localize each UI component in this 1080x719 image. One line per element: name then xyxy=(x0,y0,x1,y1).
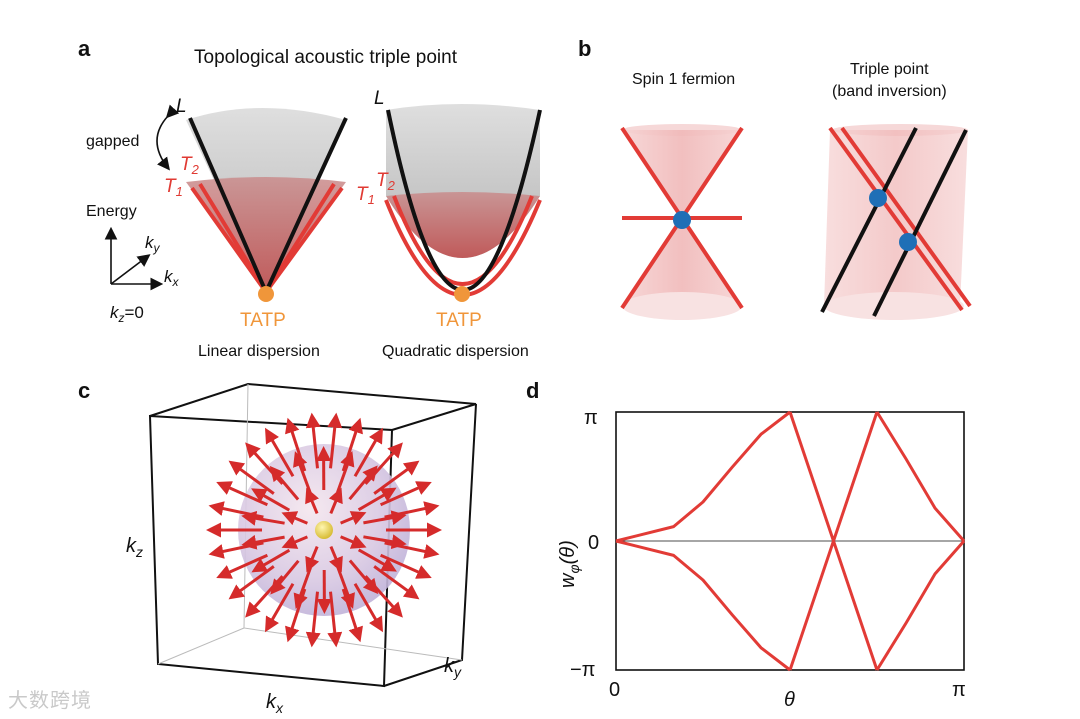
panel-a-title: Topological acoustic triple point xyxy=(194,47,458,68)
berry-arrow-33 xyxy=(348,559,379,595)
linear-T1-label: T1 xyxy=(164,176,183,199)
triple-point-upper xyxy=(869,189,887,207)
spin1-fermion-diagram xyxy=(620,124,744,320)
gapped-label: gapped xyxy=(86,133,139,150)
linear-T2-label: T2 xyxy=(180,154,200,177)
berry-arrow-11 xyxy=(264,582,295,633)
spin1-degeneracy-point xyxy=(673,211,691,229)
triple-point-lower xyxy=(899,233,917,251)
ky-axis-label: ky xyxy=(444,655,462,680)
monopole-center xyxy=(315,521,333,539)
quadratic-T2-band xyxy=(392,195,534,286)
triple-point-caption-line2: (band inversion) xyxy=(832,83,947,100)
berry-arrow-55 xyxy=(328,487,343,514)
berry-arrow-46 xyxy=(348,465,378,501)
axes-triad xyxy=(104,226,164,291)
berry-arrow-37 xyxy=(270,559,300,595)
spin1-bottom-disc xyxy=(622,292,742,320)
wilson-series-1 xyxy=(615,410,791,543)
panel-a: a Topological acoustic triple point L L … xyxy=(78,36,542,360)
triple-red-band-2 xyxy=(840,126,972,308)
berry-arrow-41 xyxy=(251,488,291,512)
triple-red-band-1 xyxy=(828,126,964,312)
quadratic-T2-label: T2 xyxy=(376,170,396,193)
quadratic-tatp-label: TATP xyxy=(436,310,482,331)
quadratic-dispersion-caption: Quadratic dispersion xyxy=(382,343,529,360)
berry-arrow-9 xyxy=(305,591,321,648)
berry-arrow-31 xyxy=(363,534,407,550)
berry-arrow-36 xyxy=(293,567,312,610)
triple-point-diagram xyxy=(820,124,972,320)
kx-label: kx xyxy=(164,267,180,289)
ky-label: ky xyxy=(145,233,161,255)
berry-curvature-arrows xyxy=(206,412,442,648)
quadratic-tatp-point xyxy=(454,286,470,302)
linear-tatp-label: TATP xyxy=(240,310,286,331)
berry-arrow-38 xyxy=(251,548,291,573)
linear-dispersion-caption: Linear dispersion xyxy=(198,343,320,360)
berry-arrow-50 xyxy=(329,546,343,573)
berry-arrow-48 xyxy=(363,510,407,526)
berry-arrow-39 xyxy=(241,534,285,550)
quadratic-dispersion-diagram xyxy=(384,104,542,302)
panel-label-b: b xyxy=(578,36,591,61)
berry-arrow-56 xyxy=(340,511,367,525)
panel-b: b Spin 1 fermion Triple point (band inve… xyxy=(578,36,972,320)
panel-label-a: a xyxy=(78,36,91,61)
berry-arrow-45 xyxy=(336,450,355,493)
wilson-series-4 xyxy=(788,411,879,671)
gapped-arrow xyxy=(156,104,180,171)
panel-label-d: d xyxy=(526,378,539,403)
linear-tatp-point xyxy=(258,286,274,302)
wilson-series-6 xyxy=(875,540,966,671)
panel-d: d π 0 −π 0 π θ wφ(θ) xyxy=(526,378,966,711)
watermark: 大数跨境 xyxy=(8,688,92,712)
berry-arrow-42 xyxy=(269,465,300,501)
kz-zero-label: kz=0 xyxy=(110,303,144,325)
linear-L-label: L xyxy=(176,96,187,117)
berry-arrow-24 xyxy=(327,412,343,469)
panel-c: c kz kx ky xyxy=(78,378,477,716)
y-axis-label: wφ(θ) xyxy=(557,540,582,588)
berry-arrow-53 xyxy=(281,511,308,526)
ytick-minus-pi: −π xyxy=(570,659,595,681)
energy-label: Energy xyxy=(86,203,137,220)
berry-arrow-54 xyxy=(305,487,319,514)
berry-arrow-49 xyxy=(340,534,367,549)
quadratic-T1-label: T1 xyxy=(356,184,375,207)
quadratic-L-label: L xyxy=(374,88,385,109)
wilson-loop-plot xyxy=(615,410,966,672)
berry-arrow-26 xyxy=(353,427,384,478)
x-axis-label: θ xyxy=(784,689,795,711)
kx-axis-label: kx xyxy=(266,691,284,716)
triple-black-band xyxy=(820,127,918,313)
linear-T-band-surface xyxy=(186,177,346,292)
berry-arrow-52 xyxy=(281,535,308,549)
berry-arrow-47 xyxy=(357,487,397,512)
wilson-series-2 xyxy=(615,539,791,672)
berry-arrow-40 xyxy=(241,510,285,526)
xtick-zero: 0 xyxy=(609,679,620,701)
ytick-pi: π xyxy=(584,407,598,429)
triple-point-caption-line1: Triple point xyxy=(850,61,929,78)
ytick-zero: 0 xyxy=(588,532,599,554)
panel-label-c: c xyxy=(78,378,90,403)
berry-arrow-51 xyxy=(305,546,320,573)
berry-arrow-6 xyxy=(353,582,384,633)
berry-arrow-43 xyxy=(293,451,312,494)
wilson-series-5 xyxy=(875,411,966,542)
triple-black-band-2 xyxy=(872,129,968,317)
xtick-pi: π xyxy=(952,679,966,701)
berry-arrow-21 xyxy=(264,427,295,478)
berry-arrow-32 xyxy=(357,548,397,572)
linear-dispersion-diagram xyxy=(186,108,348,302)
berry-arrow-34 xyxy=(336,566,355,609)
spin1-caption: Spin 1 fermion xyxy=(632,71,735,88)
kz-axis-label: kz xyxy=(126,535,143,560)
